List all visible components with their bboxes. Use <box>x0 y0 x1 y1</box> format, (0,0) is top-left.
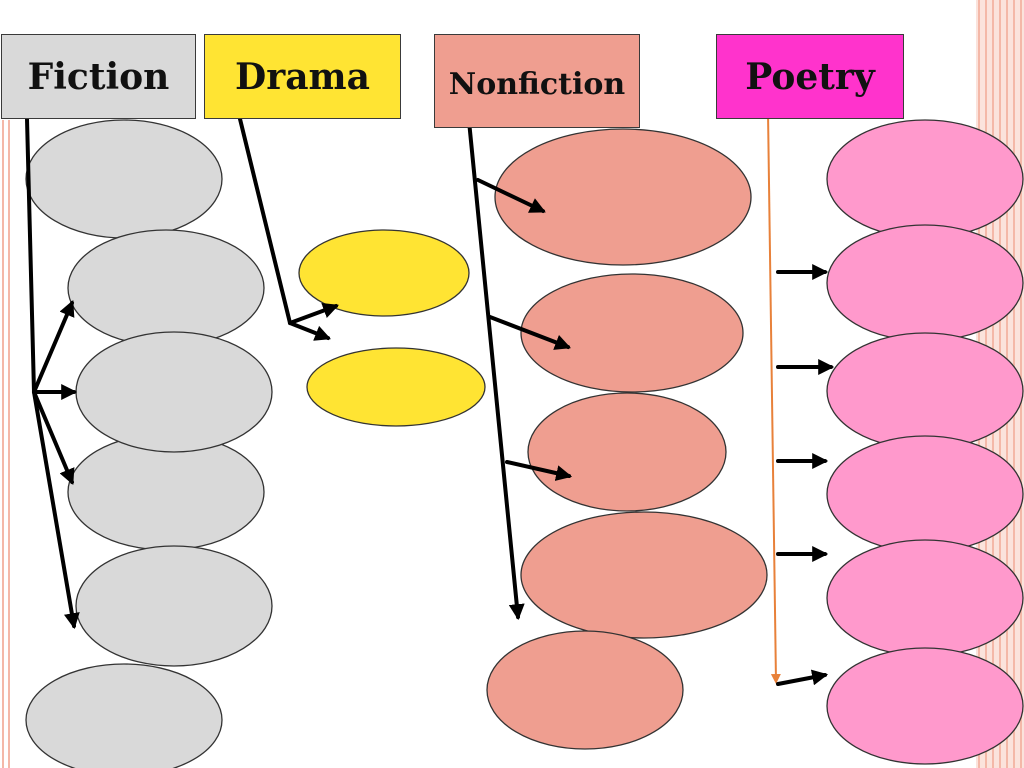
drama-connectors <box>238 117 340 341</box>
nonfiction-oval-2 <box>520 273 744 393</box>
fiction-oval-1 <box>25 119 223 239</box>
nonfiction-label-box: Nonfiction <box>434 34 640 128</box>
poetry-oval-4 <box>826 435 1024 553</box>
nonfiction-ovals <box>486 128 768 750</box>
nonfiction-oval-4 <box>520 511 768 639</box>
drama-oval-2 <box>306 347 486 427</box>
fiction-oval-5 <box>75 545 273 667</box>
nonfiction-connectors <box>467 119 573 621</box>
poetry-oval-5 <box>826 539 1024 657</box>
nonfiction-arrow-3 <box>505 460 573 481</box>
drama-label-box: Drama <box>204 34 401 119</box>
poetry-oval-1 <box>826 119 1024 239</box>
nonfiction-arrow-2 <box>488 315 571 350</box>
fiction-oval-2 <box>67 229 265 347</box>
fiction-main-line <box>25 117 36 394</box>
drama-ovals <box>298 229 486 427</box>
nonfiction-oval-3 <box>527 392 727 512</box>
poetry-label-box: Poetry <box>716 34 904 119</box>
poetry-oval-2 <box>826 224 1024 342</box>
fiction-oval-6 <box>25 663 223 768</box>
fiction-arrow-1 <box>32 300 75 394</box>
fiction-arrow-4 <box>32 390 80 630</box>
drama-label: Drama <box>235 55 370 98</box>
left-edge-stripes <box>2 120 10 768</box>
fiction-arrow-3 <box>32 390 75 485</box>
poetry-oval-3 <box>826 332 1024 450</box>
nonfiction-oval-1 <box>494 128 752 266</box>
nonfiction-arrow-1 <box>476 178 546 213</box>
fiction-ovals <box>25 119 273 768</box>
fiction-label: Fiction <box>27 55 170 98</box>
nonfiction-label: Nonfiction <box>448 66 626 102</box>
poetry-arrow-5 <box>776 669 829 686</box>
fiction-oval-4 <box>75 331 273 453</box>
fiction-label-box: Fiction <box>1 34 196 119</box>
drama-arrow-2 <box>288 321 331 341</box>
fiction-connectors <box>25 117 80 630</box>
drama-arrow-1 <box>288 302 340 325</box>
poetry-guide-line <box>767 111 781 684</box>
poetry-label: Poetry <box>745 55 875 98</box>
drama-oval-1 <box>298 229 470 317</box>
nonfiction-main-line <box>467 119 525 621</box>
poetry-connectors <box>767 111 835 686</box>
drama-main-line <box>238 117 292 325</box>
poetry-oval-6 <box>826 647 1024 765</box>
nonfiction-oval-5 <box>486 630 684 750</box>
poetry-ovals <box>826 119 1024 765</box>
